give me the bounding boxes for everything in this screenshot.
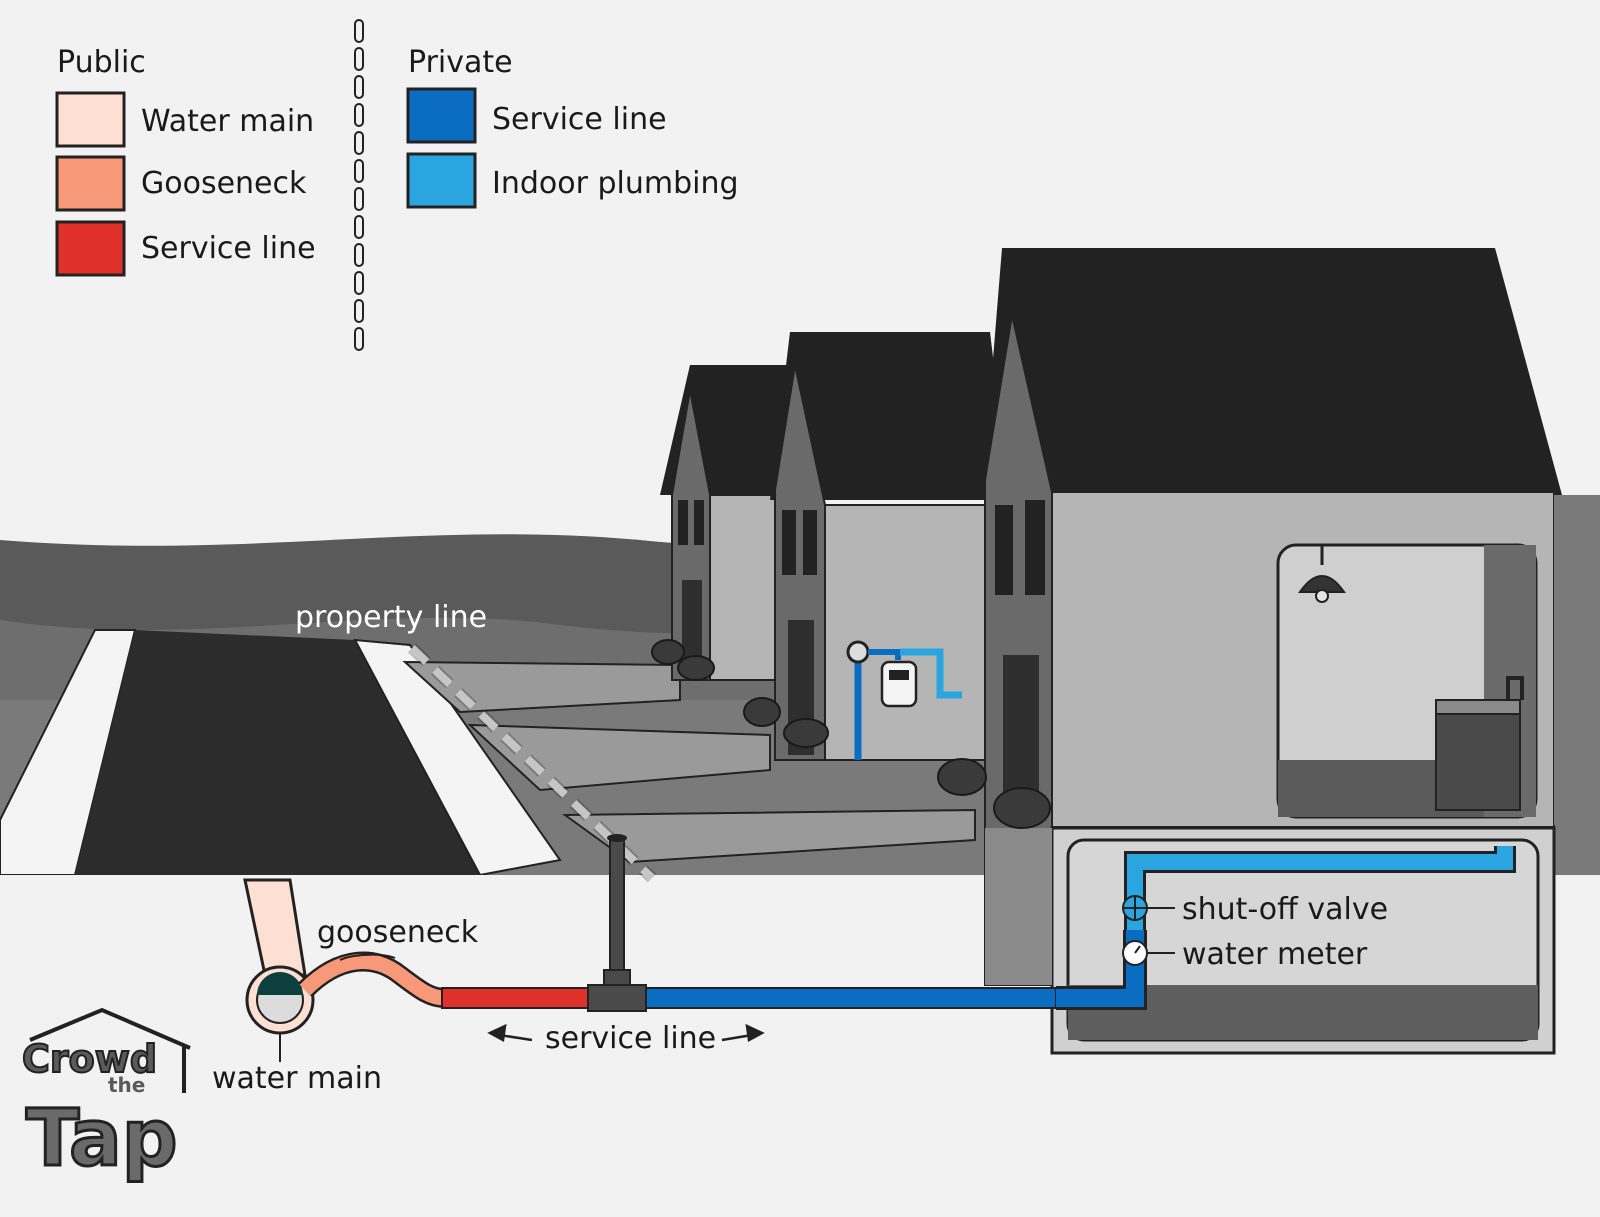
house-near (982, 248, 1600, 1055)
exterior-meter-assembly (846, 640, 962, 760)
legend-label-water-main: Water main (141, 104, 314, 139)
service-line-label: service line (545, 1021, 716, 1056)
legend-divider (354, 19, 364, 351)
logo-line-2: the (108, 1073, 145, 1097)
house-far (660, 365, 800, 681)
logo-line-3: Tap (26, 1094, 178, 1184)
public-service-line (441, 987, 591, 1009)
house-middle (770, 332, 1010, 761)
legend-private-title: Private (408, 45, 513, 80)
legend-label-indoor-plumbing: Indoor plumbing (492, 166, 739, 201)
gooseneck-label: gooseneck (317, 915, 479, 950)
driveway-3 (561, 808, 976, 864)
property-line-label: property line (295, 600, 487, 635)
right-sidewalk (353, 638, 562, 877)
shut-off-valve-label: shut-off valve (1182, 892, 1388, 927)
road (75, 630, 480, 875)
crowd-the-tap-logo: Crowd the Tap (21, 1007, 191, 1186)
pipes (243, 846, 1516, 1035)
water-main-label: water main (212, 1061, 382, 1096)
driveway-2 (467, 723, 771, 792)
legend-swatch-water-main (55, 91, 126, 148)
water-meter-label: water meter (1182, 937, 1368, 972)
logo-line-1: Crowd (22, 1037, 157, 1081)
service-line-arrows (487, 1023, 765, 1042)
legend-public-title: Public (57, 45, 146, 80)
legend-label-public-service-line: Service line (141, 231, 316, 266)
property-line (409, 645, 655, 881)
legend-label-private-service-line: Service line (492, 102, 667, 137)
legend-swatch-public-service-line (55, 220, 126, 277)
legend-label-gooseneck: Gooseneck (141, 166, 307, 201)
private-service-line (645, 987, 1057, 1009)
legend-swatch-indoor-plumbing (406, 152, 477, 209)
legend-public: Public Water main Gooseneck Service line (55, 45, 316, 277)
water-main-riser (243, 878, 307, 977)
legend-private: Private Service line Indoor plumbing (406, 45, 739, 209)
legend-swatch-gooseneck (55, 155, 126, 212)
driveway-1 (402, 660, 681, 714)
legend-swatch-private-service-line (406, 87, 477, 144)
bushes (651, 639, 1051, 829)
